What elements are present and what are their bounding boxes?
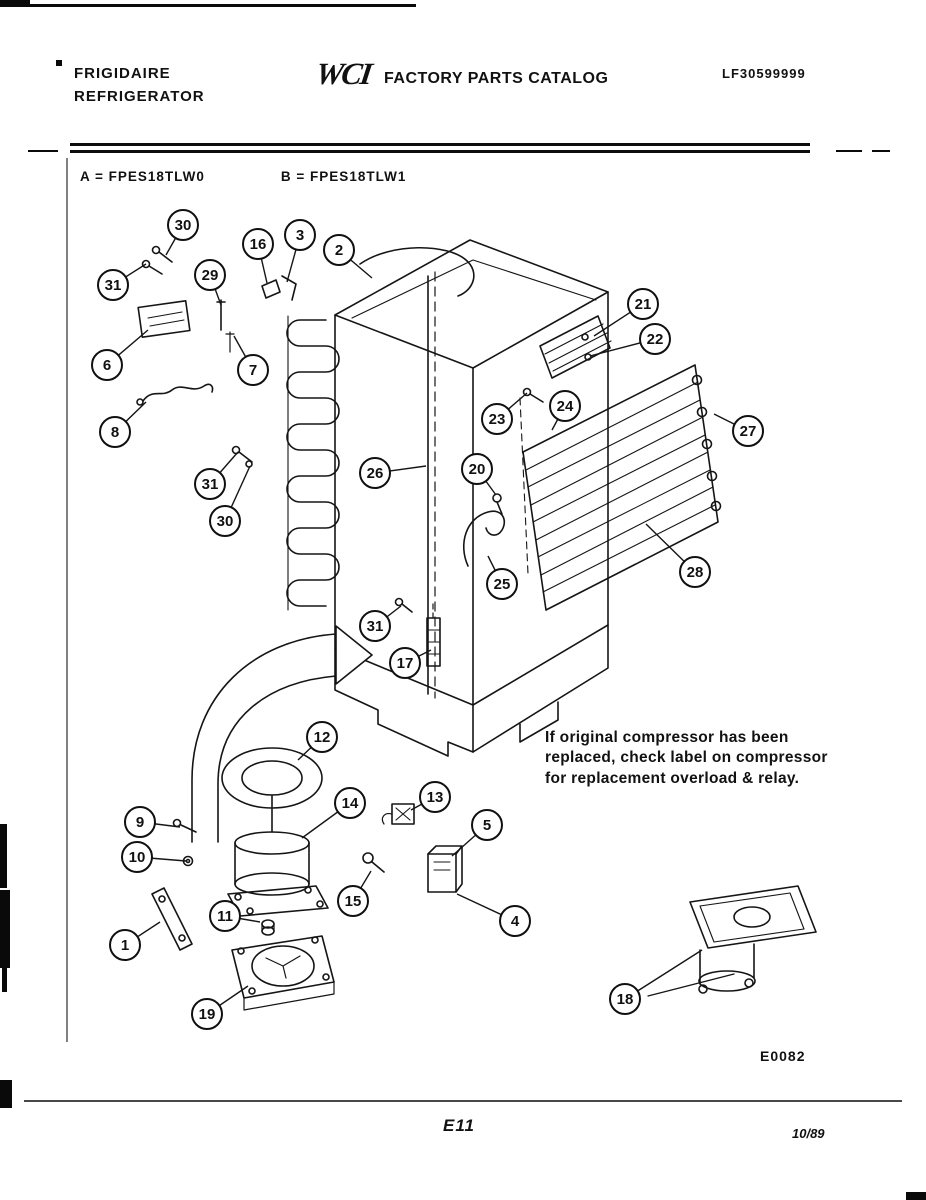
page-number: E11 — [443, 1116, 475, 1135]
fan-assembly-19 — [231, 935, 335, 1011]
brand-line1: FRIGIDAIRE — [74, 65, 171, 82]
scan-artifact-bottom-right — [906, 1192, 926, 1200]
bracket-parts-16-3 — [261, 275, 297, 301]
brand-block: FRIGIDAIRE REFRIGERATOR — [74, 62, 205, 109]
wire-harness-8 — [136, 383, 214, 406]
evaporator-panel — [522, 364, 722, 611]
model-a: A = FPES18TLW0 — [80, 169, 205, 184]
clamp-13 — [381, 803, 415, 825]
scan-artifact-top-corner — [0, 0, 30, 7]
catalog-title: FACTORY PARTS CATALOG — [384, 70, 609, 87]
scan-fold-line — [66, 158, 68, 1042]
screws-mid-left — [231, 445, 253, 468]
defrost-timer-part — [137, 300, 191, 338]
doc-number: LF30599999 — [722, 66, 806, 81]
fan-shroud-12 — [221, 747, 323, 833]
scan-artifact-dot — [56, 60, 62, 66]
screw-15 — [362, 852, 385, 873]
relay-5 — [427, 845, 463, 893]
brand-line2: REFRIGERATOR — [74, 88, 205, 106]
tube-25 — [463, 510, 506, 567]
scan-artifact-bottom-left — [0, 1080, 12, 1108]
date-code: 10/89 — [792, 1126, 825, 1141]
suction-tube — [359, 246, 475, 699]
compressor-14 — [227, 831, 329, 917]
header-rule-bottom — [70, 150, 810, 153]
scan-artifact-left-streak-2 — [0, 890, 10, 968]
screws-top-left — [141, 245, 235, 353]
scan-artifact-rule-dash-left — [28, 150, 58, 152]
screw-20 — [492, 493, 503, 515]
screw-23 — [522, 387, 544, 403]
model-b: B = FPES18TLW1 — [280, 169, 407, 184]
screw-31-lower — [394, 597, 413, 613]
figure-code: E0082 — [760, 1048, 806, 1064]
scan-artifact-left-streak-1 — [0, 824, 7, 888]
bracket-1 — [151, 887, 193, 951]
drier-17 — [426, 599, 441, 667]
footer-rule — [24, 1100, 902, 1102]
model-numbers: A = FPES18TLW0 B = FPES18TLW1 — [80, 169, 406, 184]
scan-artifact-left-streak-3 — [2, 964, 7, 992]
scan-artifact-top-bar — [8, 4, 416, 7]
flow-arrow — [191, 625, 373, 843]
grommet-11 — [261, 919, 275, 936]
compressor-note: If original compressor has been replaced… — [545, 729, 828, 787]
evaporator-plate-21 — [539, 315, 612, 379]
compressor-mount-18 — [647, 885, 817, 997]
condenser-coil — [286, 315, 340, 611]
scan-artifact-rule-dash-right2 — [872, 150, 890, 152]
scan-artifact-rule-dash-right1 — [836, 150, 862, 152]
header-rule-top — [70, 143, 810, 146]
cabinet-outline — [334, 239, 609, 757]
